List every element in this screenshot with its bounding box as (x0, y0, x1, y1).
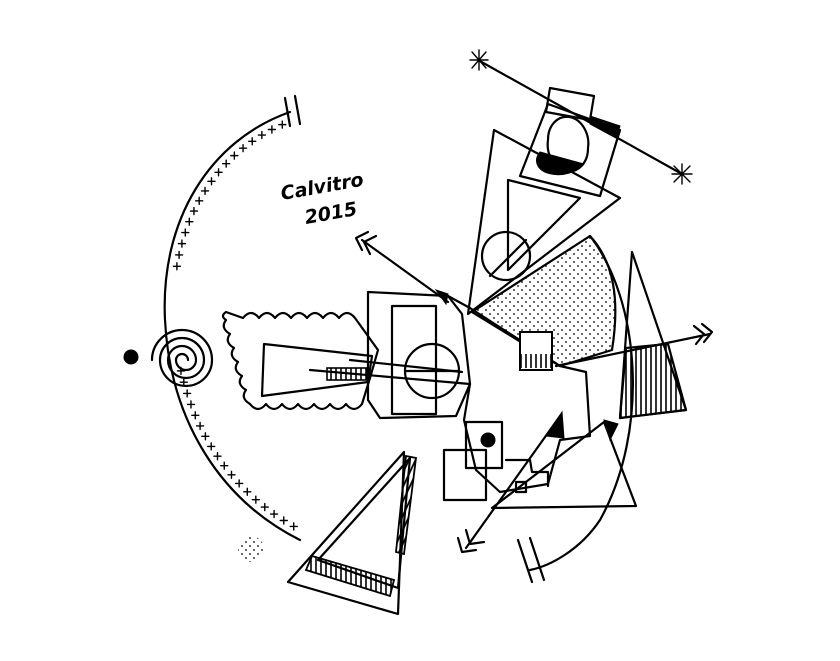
central-block (366, 290, 472, 420)
black-dot (123, 349, 139, 365)
plus-mark (185, 217, 194, 226)
plus-mark (221, 159, 231, 168)
tall-triangle-frame (466, 128, 622, 316)
inner-triangle (506, 178, 582, 272)
plus-mark (227, 470, 236, 479)
plus-mark (191, 411, 200, 420)
plus-mark (243, 487, 252, 496)
triangle-circle-line (488, 238, 528, 278)
inner-rectangle (390, 304, 438, 416)
plus-mark (267, 125, 277, 134)
spiral (150, 328, 214, 388)
arrow-up-left (360, 238, 450, 304)
arrow-up-left-black (434, 289, 449, 306)
right-lower-triangle (490, 420, 638, 510)
plus-mark (172, 262, 182, 271)
plus-mark (251, 495, 261, 504)
plus-mark (234, 479, 244, 488)
plus-mark (207, 177, 216, 186)
bottom-striped-base (304, 554, 396, 598)
arc-end-tick-2 (293, 94, 302, 126)
plus-mark (195, 421, 205, 431)
triangle-circle (480, 230, 532, 282)
scalloped-frame (221, 310, 380, 411)
plus-mark (279, 516, 288, 525)
top-box-circle-fill (536, 151, 585, 176)
arrow-down-left (464, 414, 562, 550)
arc-bottom-tick-1 (516, 538, 534, 584)
plus-mark (182, 389, 192, 398)
right-arc (528, 234, 634, 572)
plus-mark (278, 120, 287, 129)
plus-mark (201, 432, 210, 441)
plus-mark (248, 137, 257, 146)
left-arc (163, 110, 302, 542)
plus-mark (213, 452, 222, 461)
arrow-up-left-head (354, 230, 378, 256)
plus-mark (181, 228, 190, 237)
star-icon-top-left (469, 49, 489, 71)
long-ray-left (308, 368, 472, 386)
arc-end-tick-1 (283, 96, 292, 128)
arrow-right (554, 332, 712, 368)
arrow-right-head (692, 322, 714, 346)
plus-mark (194, 196, 204, 206)
plus-mark (269, 509, 279, 519)
square-with-dot (464, 420, 504, 470)
star-icon-bottom-right (671, 163, 693, 185)
bottom-striped-edge (395, 454, 417, 556)
wedge-striped-bar (520, 354, 552, 368)
tiny-square (514, 480, 528, 494)
plus-mark (174, 250, 184, 260)
plus-mark (238, 143, 248, 153)
plus-marks (172, 120, 298, 531)
lower-square (442, 448, 488, 502)
arc-bottom-tick-2 (528, 536, 546, 582)
long-ray-left-2 (348, 358, 464, 374)
stippled-dot (238, 536, 264, 562)
right-small-black-triangle (603, 419, 619, 442)
plus-mark (220, 461, 229, 470)
plus-mark (186, 400, 196, 409)
plus-mark (257, 130, 267, 140)
arrow-down-left-head (456, 528, 486, 554)
plus-mark (289, 522, 298, 531)
plus-mark (260, 502, 269, 512)
step-line (504, 458, 550, 488)
plus-mark (179, 378, 189, 387)
plus-mark (177, 239, 187, 248)
plus-mark (214, 168, 223, 177)
plus-mark (189, 206, 199, 216)
square-dot (480, 432, 496, 448)
plus-mark (200, 186, 210, 196)
plus-mark (206, 442, 216, 451)
diagonal-line-top (476, 58, 684, 176)
plus-mark (230, 151, 239, 160)
